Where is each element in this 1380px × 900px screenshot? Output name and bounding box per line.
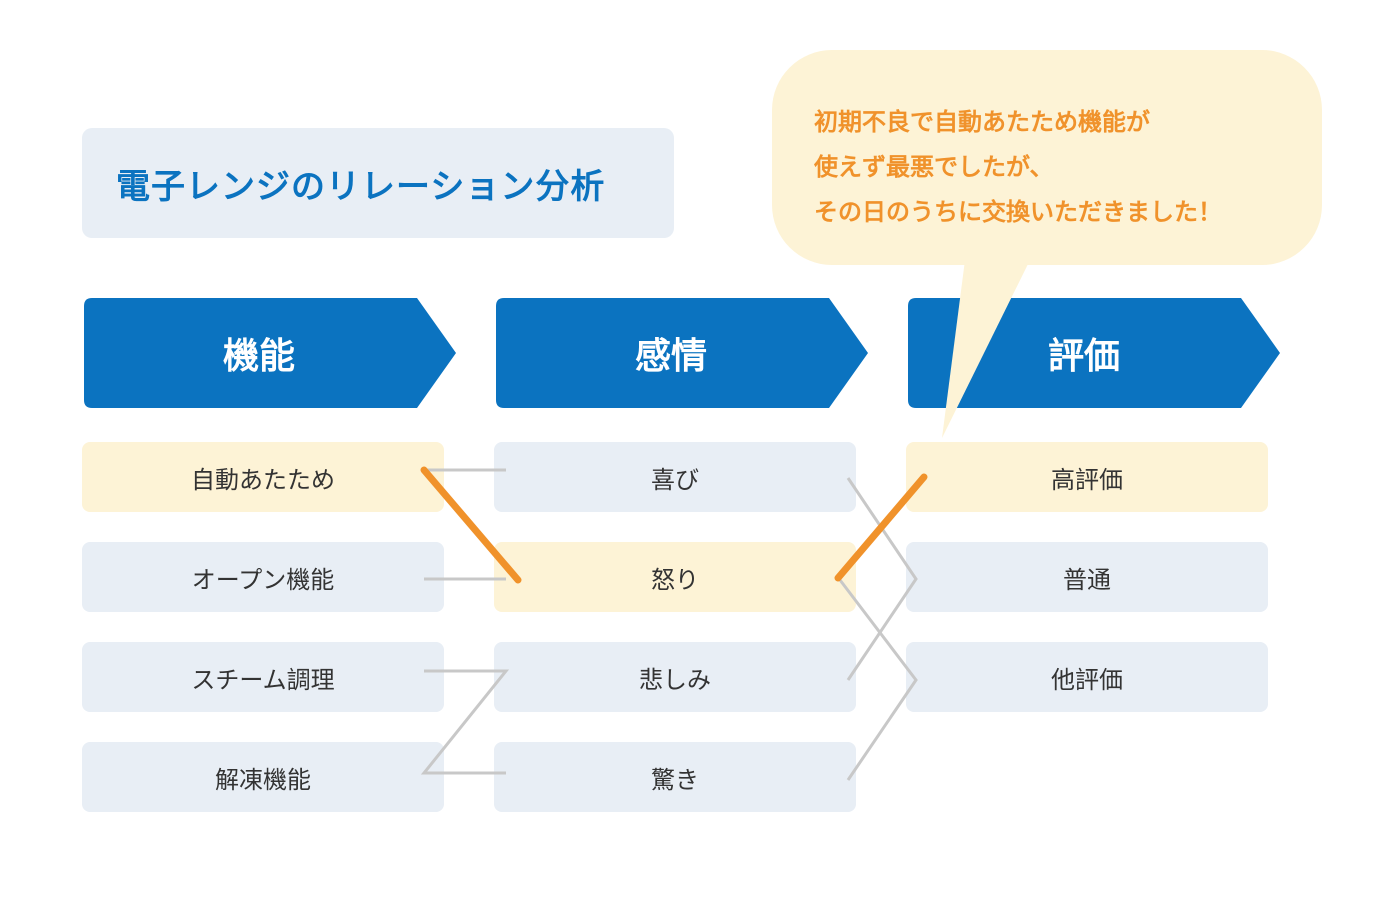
header-functions: 機能	[222, 336, 295, 377]
function-item-auto-heat: 自動あたため	[82, 442, 444, 512]
bubble-line-2: 使えず最悪でしたが、	[814, 153, 1054, 181]
function-item-open: オープン機能	[82, 542, 444, 612]
function-item-steam: スチーム調理	[82, 642, 444, 712]
header-arrow-emotions	[496, 298, 868, 408]
header-arrow-ratings	[908, 298, 1280, 408]
emotion-item-surprise: 驚き	[494, 742, 856, 812]
rating-item-high: 高評価	[906, 442, 1268, 512]
bubble-line-1: 初期不良で自動あたため機能が	[814, 108, 1150, 136]
header-emotions: 感情	[634, 336, 707, 377]
function-item-defrost: 解凍機能	[82, 742, 444, 812]
bubble-line-3: その日のうちに交換いただきました！	[814, 198, 1222, 226]
header-ratings: 評価	[1047, 336, 1120, 377]
rating-item-other: 他評価	[906, 642, 1268, 712]
emotion-item-joy: 喜び	[494, 442, 856, 512]
emotion-item-anger: 怒り	[494, 542, 856, 612]
rating-item-normal: 普通	[906, 542, 1268, 612]
emotion-item-sadness: 悲しみ	[494, 642, 856, 712]
header-arrow-functions	[84, 298, 456, 408]
speech-bubble: 初期不良で自動あたため機能が 使えず最悪でしたが、 その日のうちに交換いただきま…	[772, 50, 1322, 265]
diagram-title: 電子レンジのリレーション分析	[82, 128, 674, 238]
